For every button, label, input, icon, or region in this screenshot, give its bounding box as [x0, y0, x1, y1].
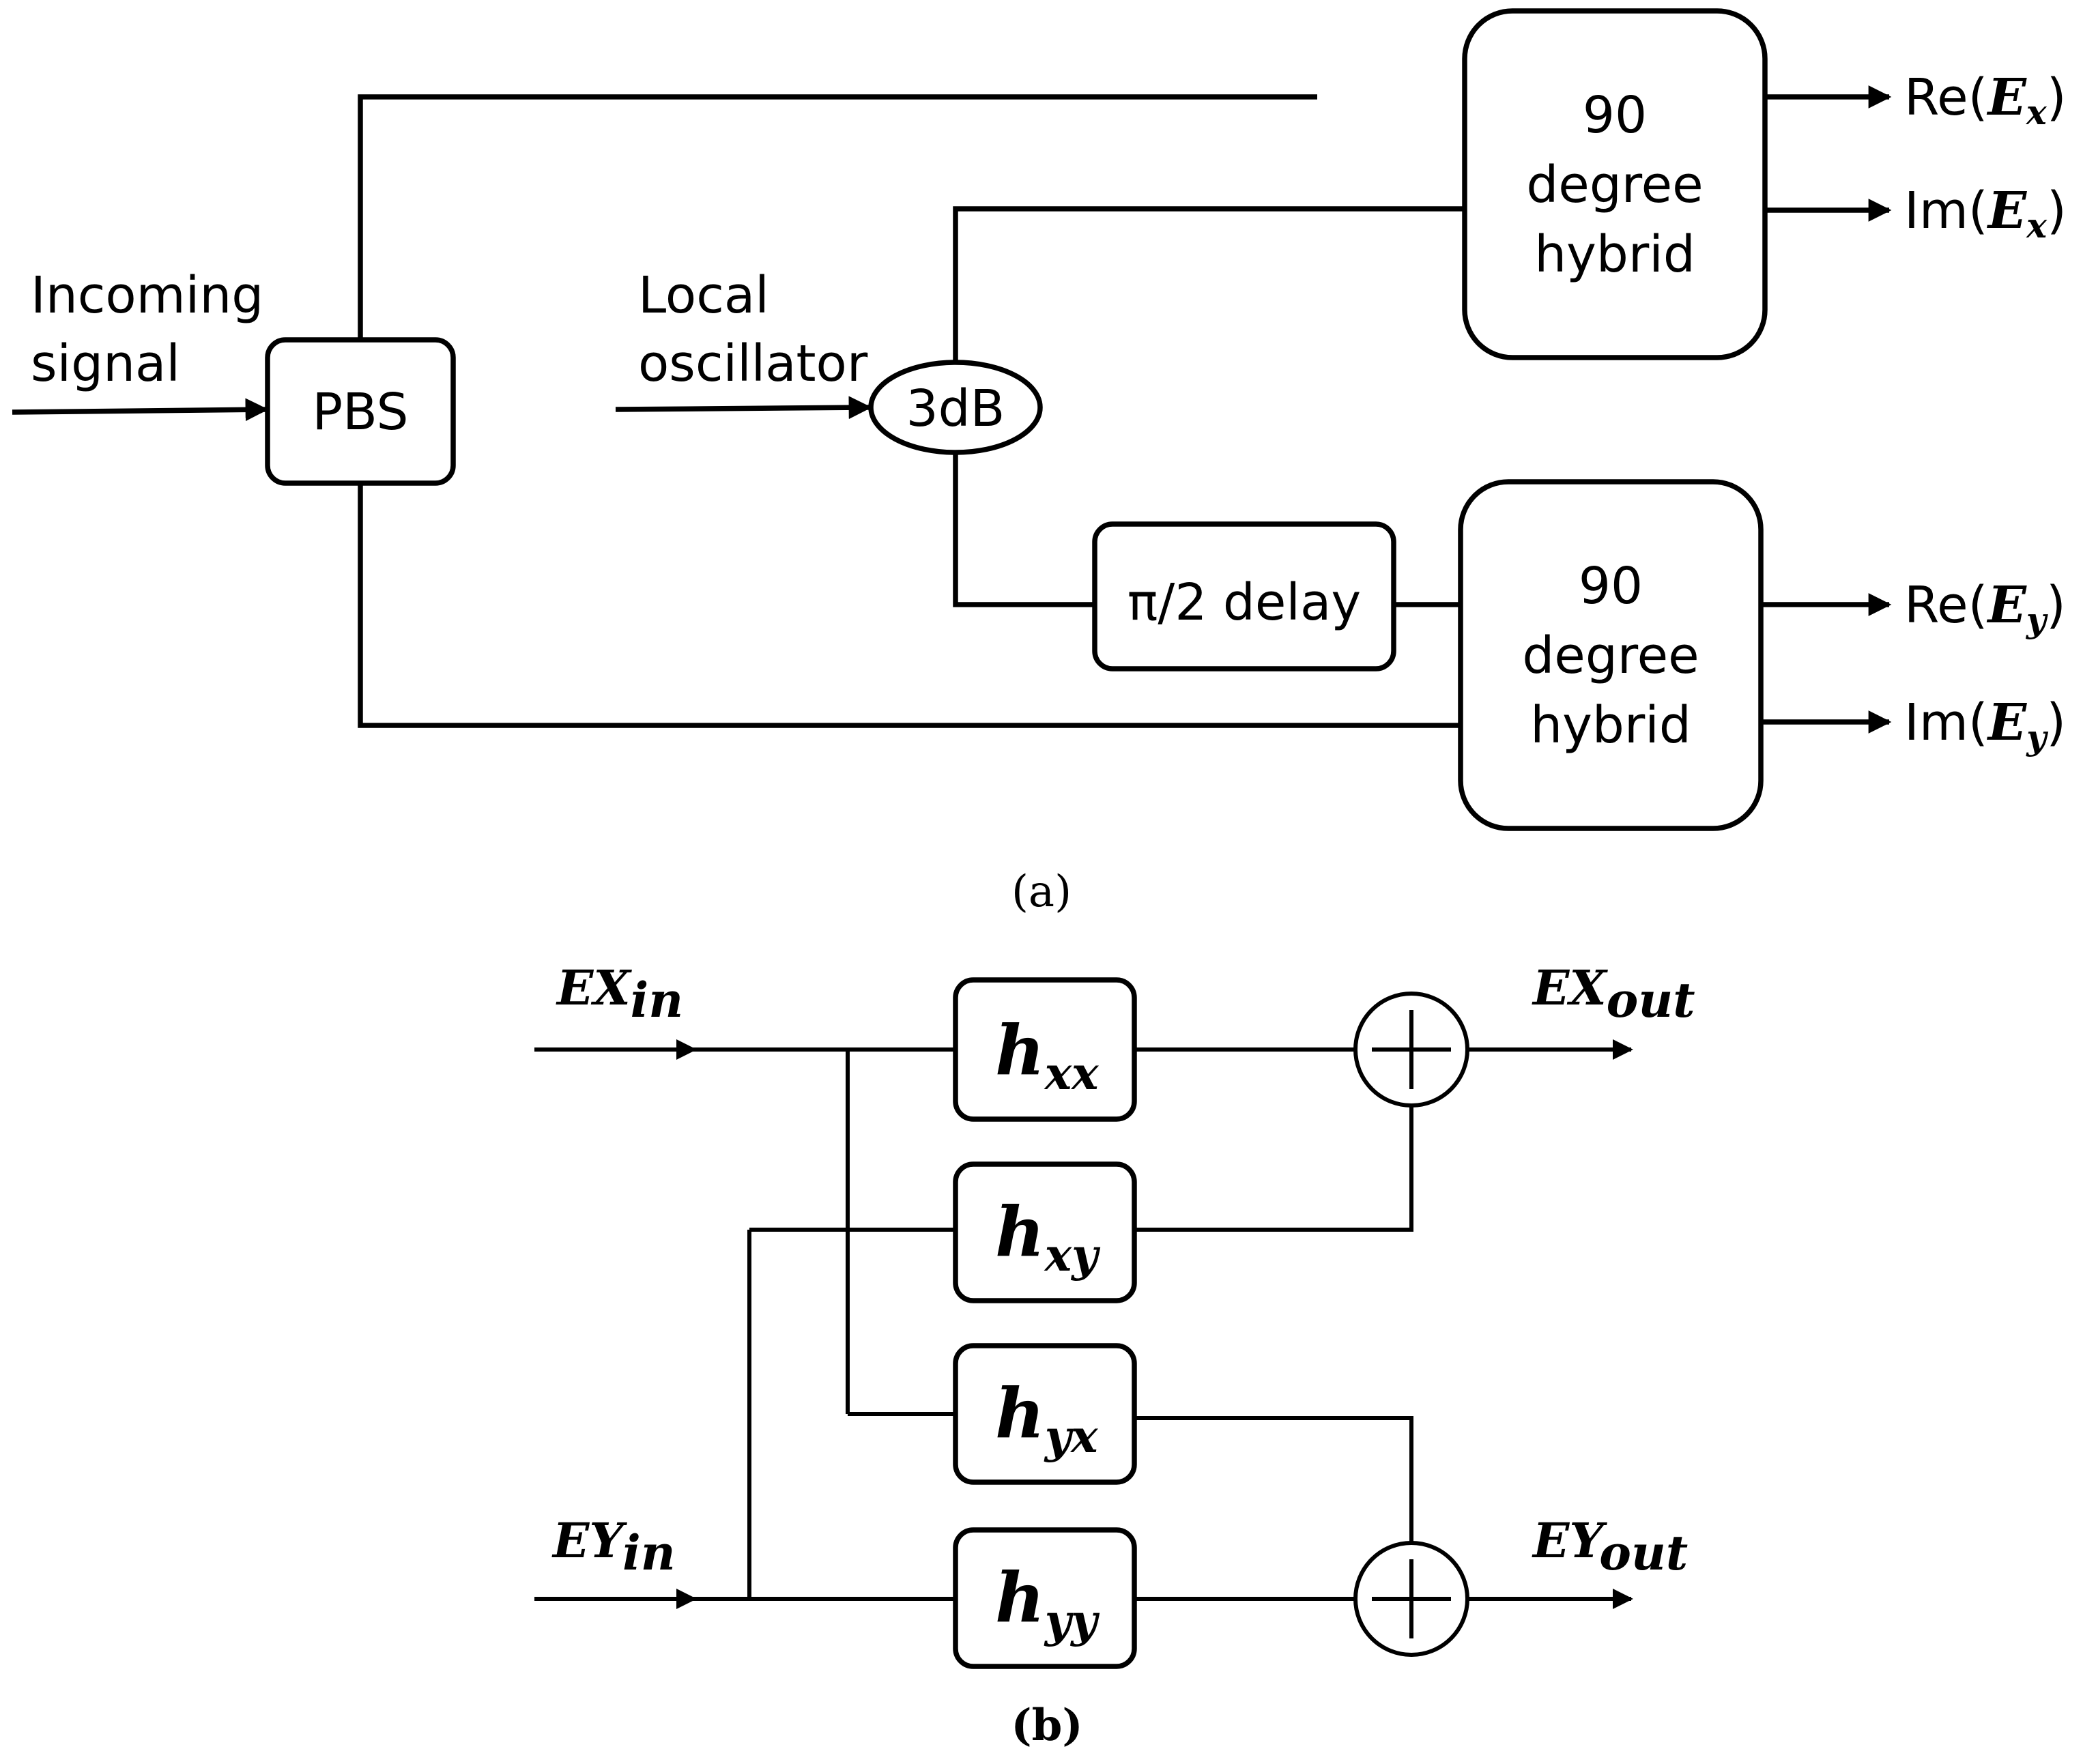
output-label-re-ey: Re(Ey): [1904, 576, 2066, 640]
diagram-b: hxx hxy hyx hyy EXin EYin EXout EYout (b…: [534, 959, 1695, 1751]
diagram-a: Incoming signal PBS Local oscillator 3dB…: [12, 8, 2067, 917]
sum-node-top: [1353, 992, 1469, 1108]
filter-hxx-label: hxx: [995, 1010, 1099, 1100]
input-label-line2: signal: [31, 334, 180, 393]
filter-hxy-box: [953, 1161, 1137, 1303]
input-arrow: [12, 398, 269, 422]
coupler-to-top-hybrid-wire: [953, 206, 1465, 368]
lo-arrow: [615, 396, 872, 420]
pbs-box: [265, 337, 456, 486]
pbs-to-top-hybrid-wire: [358, 94, 1317, 340]
hyx-to-sum-wire: [1134, 1416, 1413, 1542]
top-hybrid-line1: 90: [1583, 86, 1647, 145]
ex-in-label: EXin: [556, 959, 683, 1028]
caption-b: (b): [1011, 1700, 1082, 1751]
lo-label-line1: Local: [638, 266, 769, 325]
hxy-to-sum-wire: [1134, 1105, 1413, 1232]
bottom-hybrid-line1: 90: [1579, 557, 1643, 616]
input-label-line1: Incoming: [31, 266, 263, 325]
ey-out-label: EYout: [1532, 1512, 1688, 1581]
ey-in-label: EYin: [551, 1512, 676, 1581]
delay-label: π/2 delay: [1127, 573, 1361, 632]
filter-hyy-box: [953, 1527, 1137, 1669]
pbs-label: PBS: [312, 383, 408, 442]
top-hybrid-line2: degree: [1526, 156, 1703, 214]
bottom-hybrid-line2: degree: [1522, 626, 1699, 685]
top-hybrid-line3: hybrid: [1534, 225, 1695, 284]
lo-label-line2: oscillator: [638, 334, 868, 393]
coupler-label: 3dB: [906, 379, 1005, 438]
filter-hyx-label: hyx: [995, 1373, 1098, 1463]
output-label-im-ey: Im(Ey): [1904, 693, 2066, 757]
top-hybrid-box: [1462, 8, 1768, 360]
bottom-hybrid-box: [1458, 479, 1764, 831]
coupler-to-delay-wire: [953, 449, 1095, 607]
filter-hxy-label: hxy: [995, 1191, 1101, 1282]
coupler-3db: [868, 360, 1043, 455]
output-label-im-ex: Im(Ex): [1904, 182, 2067, 246]
output-label-re-ex: Re(Ex): [1904, 68, 2067, 132]
filter-hxx-box: [953, 977, 1137, 1122]
sum-node-bottom: [1353, 1541, 1469, 1657]
pbs-to-bottom-hybrid-wire: [358, 483, 1465, 728]
delay-box: [1092, 521, 1396, 671]
ex-out-label: EXout: [1532, 959, 1695, 1028]
filter-hyx-box: [953, 1343, 1137, 1485]
filter-hyy-label: hyy: [995, 1557, 1100, 1647]
caption-a: (a): [1011, 867, 1072, 917]
bottom-hybrid-line3: hybrid: [1530, 696, 1691, 755]
